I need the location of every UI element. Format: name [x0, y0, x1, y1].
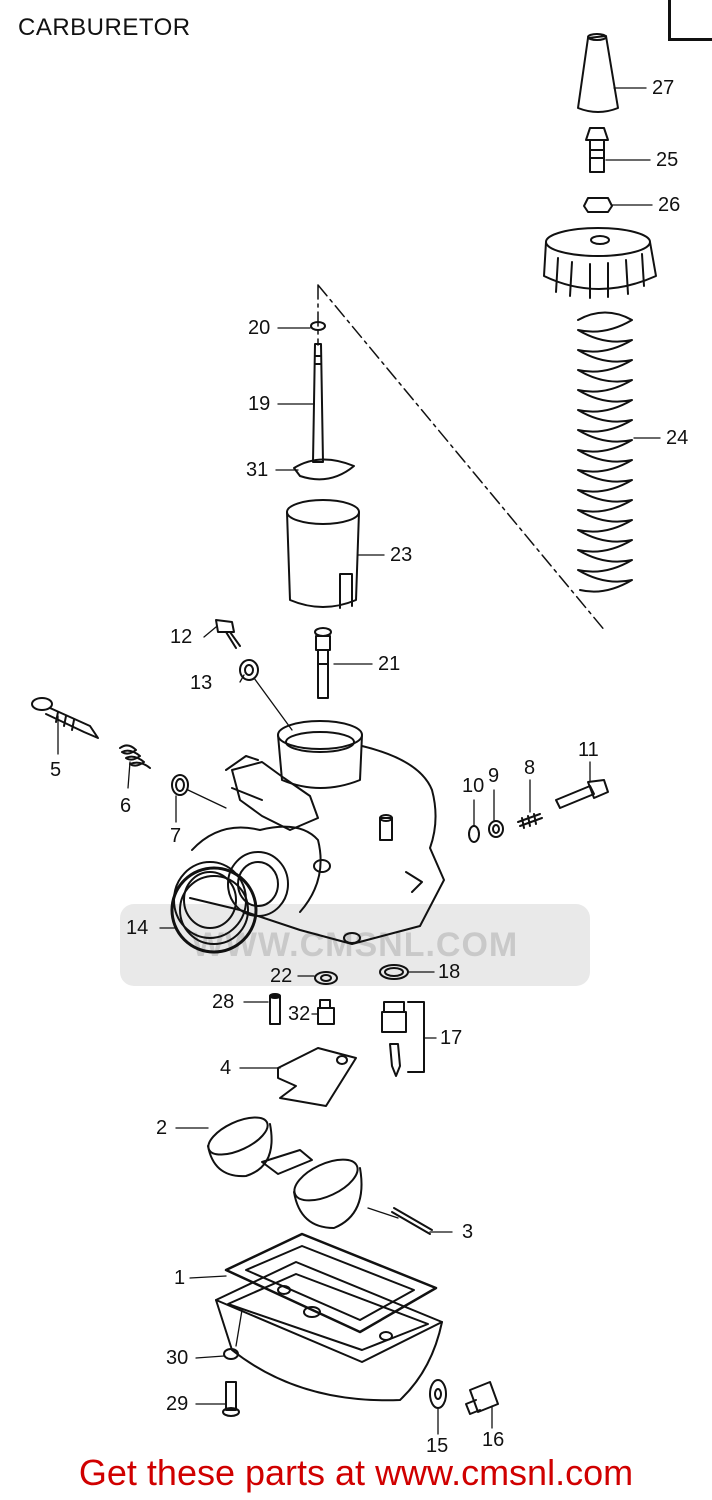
part-1-gasket [224, 1232, 438, 1334]
callout-23: 23 [390, 544, 413, 566]
callout-18: 18 [438, 961, 461, 983]
part-14-gasket-ring [170, 866, 258, 954]
callout-25: 25 [656, 149, 679, 171]
callout-11: 11 [578, 739, 599, 761]
part-32-jet [317, 999, 335, 1025]
part-17-float-valve [381, 1001, 425, 1077]
float-bowl [215, 1261, 443, 1402]
callout-21: 21 [378, 653, 401, 675]
part-31-retainer [293, 458, 355, 481]
corner-frame [668, 0, 712, 41]
part-13-washer [239, 659, 259, 681]
part-23-throttle-valve [286, 499, 360, 609]
part-24-spring [577, 311, 633, 593]
part-19-needle [312, 343, 324, 463]
callout-22: 22 [270, 965, 293, 987]
alignment-guide-line [317, 284, 607, 633]
part-25-adjuster [585, 127, 609, 173]
part-8-spring [517, 813, 543, 829]
callout-17: 17 [440, 1027, 463, 1049]
callout-28: 28 [212, 991, 235, 1013]
callout-7: 7 [170, 825, 182, 847]
callout-13: 13 [190, 672, 213, 694]
callout-5: 5 [50, 759, 62, 781]
part-29-screw [222, 1381, 240, 1417]
part-5-air-screw [31, 697, 99, 739]
callout-24: 24 [666, 427, 689, 449]
callout-6: 6 [120, 795, 132, 817]
callout-20: 20 [248, 317, 271, 339]
callout-15: 15 [426, 1435, 449, 1457]
part-18-o-ring [379, 964, 409, 980]
part-26-nut [583, 197, 613, 213]
callout-26: 26 [658, 194, 681, 216]
carburetor-body [173, 720, 445, 945]
part-21-needle-jet [314, 627, 332, 699]
callout-19: 19 [248, 393, 271, 415]
callout-27: 27 [652, 77, 675, 99]
callout-1: 1 [174, 1267, 186, 1289]
footer-link-text[interactable]: Get these parts at www.cmsnl.com [78, 1452, 634, 1493]
callout-4: 4 [220, 1057, 232, 1079]
callout-3: 3 [462, 1221, 474, 1243]
callout-9: 9 [488, 765, 500, 787]
part-4-plate [277, 1047, 357, 1107]
watermark: WWW.CMSNL.COM [120, 904, 590, 986]
part-9-washer [488, 820, 504, 838]
callout-14: 14 [126, 917, 149, 939]
callout-12: 12 [170, 626, 193, 648]
part-10-washer [468, 825, 480, 843]
part-15-washer [429, 1379, 447, 1409]
part-12-screw [215, 619, 241, 649]
part-3-pin [391, 1207, 433, 1235]
part-6-spring [119, 744, 151, 769]
part-2-float [207, 1116, 363, 1229]
part-16-drain-plug [465, 1381, 499, 1415]
callout-31: 31 [246, 459, 269, 481]
part-7-o-ring [171, 774, 189, 796]
callout-8: 8 [524, 757, 536, 779]
part-top-cap [543, 227, 657, 299]
callout-10: 10 [462, 775, 485, 797]
part-22-washer [314, 971, 338, 985]
part-30-nut [223, 1348, 239, 1360]
callout-2: 2 [156, 1117, 168, 1139]
callout-30: 30 [166, 1347, 189, 1369]
callout-16: 16 [482, 1429, 505, 1451]
callout-32: 32 [288, 1003, 311, 1025]
part-28-pilot-jet [269, 993, 281, 1025]
part-20-clip [310, 321, 326, 331]
part-11-stop-screw [555, 779, 609, 809]
leader-lines [57, 87, 661, 1435]
callout-29: 29 [166, 1393, 189, 1415]
part-27-cap [577, 33, 619, 113]
page-title: CARBURETOR [18, 14, 191, 41]
